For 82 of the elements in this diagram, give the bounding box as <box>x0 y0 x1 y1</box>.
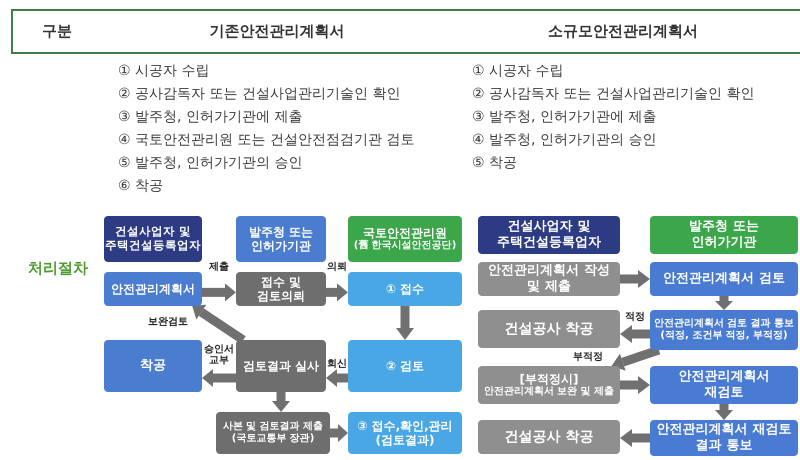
arrow <box>620 270 650 288</box>
column-header: 기존안전관리계획서 <box>210 21 344 42</box>
actor-box <box>236 216 326 262</box>
box-text: ① 접수 <box>386 282 424 296</box>
list-item: ④ 발주청, 인허가기관의 승인 <box>472 131 656 149</box>
arrow <box>326 368 348 387</box>
column-header: 소규모안전관리계획서 <box>548 21 698 42</box>
list-item: ② 공사감독자 또는 건설사업관리기술인 확인 <box>118 85 400 103</box>
box-subtext: (舊 한국시설안전공단) <box>354 240 456 252</box>
arrow <box>610 346 660 371</box>
header-band <box>11 9 800 54</box>
box-heading: [부적정시] <box>520 372 578 386</box>
process-box <box>650 420 798 456</box>
edge-label: 부적정 <box>573 352 603 362</box>
box-text: ③ 접수,확인,관리 (검토결과) <box>356 418 454 448</box>
box-text: 착공 <box>140 358 166 374</box>
process-box <box>348 412 462 454</box>
box-text: 건설공사 착공 <box>504 320 594 338</box>
arrow <box>326 283 348 302</box>
edge-label: 의뢰 <box>327 262 347 272</box>
box-text: 안전관리계획서 작성 및 제출 <box>487 263 611 295</box>
box-text: 발주청 또는 인허가기관 <box>688 219 760 251</box>
box-text: 안전관리계획서 재검토 <box>678 369 770 401</box>
row-header: 처리절차 <box>28 259 88 277</box>
arrow <box>396 306 414 340</box>
process-box <box>104 340 202 392</box>
list-item: ④ 국토안전관리원 또는 건설안전점검기관 검토 <box>118 131 414 149</box>
process-box <box>650 310 798 350</box>
box-text: 건설사업자 및 주택건설등록업자 <box>105 225 201 253</box>
column-header: 구분 <box>42 21 72 42</box>
edge-label: 보완검토 <box>148 316 188 328</box>
process-box <box>650 366 798 404</box>
process-box <box>478 310 620 348</box>
arrow <box>715 404 733 420</box>
actor-box <box>348 216 462 262</box>
actor-box <box>478 216 620 254</box>
arrow <box>715 296 733 310</box>
list-item: ⑤ 착공 <box>472 154 518 172</box>
arrow <box>190 302 246 344</box>
list-item: ① 시공자 수립 <box>118 62 210 80</box>
box-text: 안전관리계획서 검토 결과 통보 (적정, 조건부 적정, 부적정) <box>652 318 796 342</box>
box-text: 안전관리계획서 보완 및 제출 <box>484 386 614 398</box>
arrow <box>202 368 236 387</box>
edge-label: 제출 <box>209 262 229 272</box>
arrow <box>620 325 650 343</box>
box-text: 안전관리계획서 검토 <box>663 271 785 287</box>
process-box <box>348 272 462 306</box>
actor-box <box>650 216 798 254</box>
box-text: 안전관리계획서 재검토 결과 통보 <box>656 422 792 454</box>
box-text: 국토안전관리원 <box>363 226 447 240</box>
process-box <box>478 366 620 404</box>
process-box <box>236 340 326 392</box>
actor-box <box>104 216 202 262</box>
process-box <box>348 340 462 392</box>
edge-label: 회신 <box>327 358 347 370</box>
list-item: ① 시공자 수립 <box>472 62 564 80</box>
arrow <box>620 376 650 394</box>
edge-label: 적정 <box>625 312 645 322</box>
arrow <box>620 429 650 447</box>
process-box <box>216 412 330 454</box>
box-text: 안전관리계획서 <box>111 282 195 296</box>
arrow <box>202 283 236 302</box>
process-box <box>478 262 620 296</box>
list-item: ⑥ 착공 <box>118 177 164 195</box>
box-text: 발주청 또는 인허가기관 <box>248 224 314 254</box>
box-text: 사본 및 검토결과 제출 (국토교통부 장관) <box>222 421 324 445</box>
process-box <box>650 262 798 296</box>
process-box <box>104 272 202 306</box>
process-box <box>236 272 326 306</box>
box-text: ② 검토 <box>386 358 424 374</box>
box-text: 건설공사 착공 <box>504 428 594 446</box>
list-item: ⑤ 발주청, 인허가기관의 승인 <box>118 154 302 172</box>
process-box <box>478 420 620 454</box>
list-item: ③ 발주청, 인허가기관에 제출 <box>472 108 656 126</box>
list-item: ③ 발주청, 인허가기관에 제출 <box>118 108 302 126</box>
list-item: ② 공사감독자 또는 건설사업관리기술인 확인 <box>472 85 754 103</box>
arrow <box>330 424 348 442</box>
edge-label: 승인서 교부 <box>203 344 235 366</box>
box-text: 접수 및 검토의뢰 <box>256 274 306 304</box>
box-text: 검토결과 실사 <box>242 358 320 374</box>
box-text: 건설사업자 및 주택건설등록업자 <box>496 219 602 251</box>
arrow <box>272 392 290 412</box>
